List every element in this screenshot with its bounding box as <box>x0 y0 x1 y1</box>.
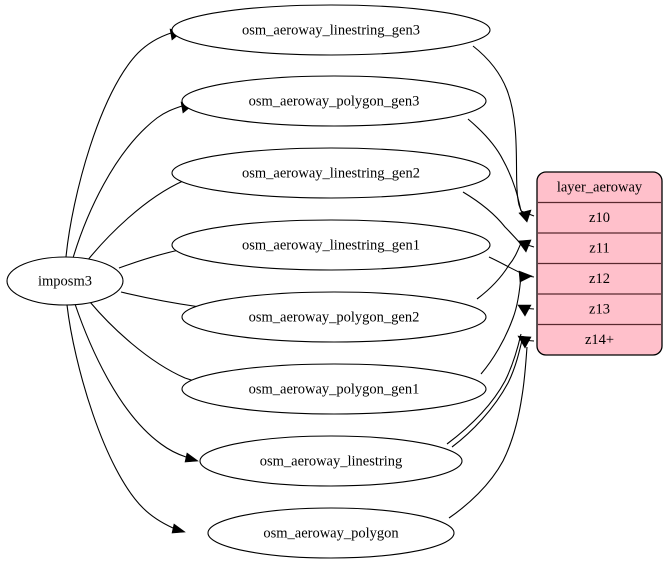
polygon-gen2-label: osm_aeroway_polygon_gen2 <box>249 309 420 325</box>
arrowhead-z12 <box>518 270 533 283</box>
node-osm-aeroway-polygon-gen1[interactable]: osm_aeroway_polygon_gen1 <box>181 363 487 415</box>
arrowhead-linestring <box>184 452 199 463</box>
node-layer-aeroway-table[interactable]: layer_aeroway z10 z11 z12 z13 z14+ <box>536 171 663 356</box>
edge-polygon-gen2-to-z11 <box>476 242 522 300</box>
linestring-gen1-label: osm_aeroway_linestring_gen1 <box>242 237 420 253</box>
polygon-gen1-label: osm_aeroway_polygon_gen1 <box>249 381 420 397</box>
edge-imposm3-to-polygon <box>66 304 174 529</box>
edge-polygon-gen1-to-z12 <box>480 274 522 375</box>
polygon-gen2-ellipse[interactable] <box>181 291 487 343</box>
edge-arrow-stem-z10 <box>520 210 535 217</box>
edge-linestring-gen1-to-z12 <box>488 256 522 274</box>
arrowhead-z13 <box>517 304 532 317</box>
linestring-gen2-label: osm_aeroway_linestring_gen2 <box>242 165 420 181</box>
edge-linestring-gen2-to-z11 <box>462 191 522 245</box>
edge-arrow-stem-z13 <box>520 307 535 310</box>
edge-linestring-to-z13 <box>446 333 522 445</box>
node-imposm3[interactable]: imposm3 <box>6 256 124 306</box>
edge-linestring-to-z13-b <box>451 335 524 448</box>
edge-imposm3-to-linestring <box>74 303 187 458</box>
node-osm-aeroway-linestring-gen1[interactable]: osm_aeroway_linestring_gen1 <box>171 219 491 271</box>
edge-polygon-gen3-to-z10 <box>467 118 522 212</box>
linestring-gen3-ellipse[interactable] <box>171 4 491 56</box>
edge-imposm3-to-polygon-gen3 <box>72 105 183 259</box>
arrowhead-polygon <box>171 523 186 534</box>
polygon-gen1-ellipse[interactable] <box>181 363 487 415</box>
table-row-z11[interactable]: z11 <box>589 240 609 256</box>
node-osm-aeroway-linestring-gen2[interactable]: osm_aeroway_linestring_gen2 <box>171 147 491 199</box>
linestring-label: osm_aeroway_linestring <box>260 453 403 469</box>
arrowhead-z14 <box>517 335 532 349</box>
edge-imposm3-to-linestring-gen3 <box>65 32 172 258</box>
table-row-z12[interactable]: z12 <box>589 271 610 287</box>
edge-arrow-stem-z14 <box>520 339 535 342</box>
arrowhead-z10 <box>518 209 532 223</box>
imposm3-ellipse[interactable] <box>6 256 124 306</box>
polygon-gen3-ellipse[interactable] <box>181 75 487 127</box>
table-header-label: layer_aeroway <box>557 179 643 195</box>
edge-arrow-stem-z11 <box>520 242 535 248</box>
linestring-gen3-label: osm_aeroway_linestring_gen3 <box>242 22 420 38</box>
linestring-ellipse[interactable] <box>199 435 463 487</box>
edges-to-table <box>446 45 535 519</box>
table-row-z10[interactable]: z10 <box>589 210 610 226</box>
edge-arrow-stem-z12 <box>520 274 535 278</box>
node-osm-aeroway-polygon-gen3[interactable]: osm_aeroway_polygon_gen3 <box>181 75 487 127</box>
polygon-gen3-label: osm_aeroway_polygon_gen3 <box>249 93 420 109</box>
table-row-z13[interactable]: z13 <box>589 301 610 317</box>
polygon-ellipse[interactable] <box>207 507 455 559</box>
node-osm-aeroway-linestring-gen3[interactable]: osm_aeroway_linestring_gen3 <box>171 4 491 56</box>
node-osm-aeroway-linestring[interactable]: osm_aeroway_linestring <box>199 435 463 487</box>
linestring-gen2-ellipse[interactable] <box>171 147 491 199</box>
imposm3-label: imposm3 <box>38 273 92 289</box>
node-osm-aeroway-polygon[interactable]: osm_aeroway_polygon <box>207 507 455 559</box>
table-row-z14plus[interactable]: z14+ <box>585 332 614 348</box>
polygon-label: osm_aeroway_polygon <box>263 525 399 541</box>
node-osm-aeroway-polygon-gen2[interactable]: osm_aeroway_polygon_gen2 <box>181 291 487 343</box>
edge-polygon-to-z14 <box>448 346 528 519</box>
linestring-gen1-ellipse[interactable] <box>171 219 491 271</box>
